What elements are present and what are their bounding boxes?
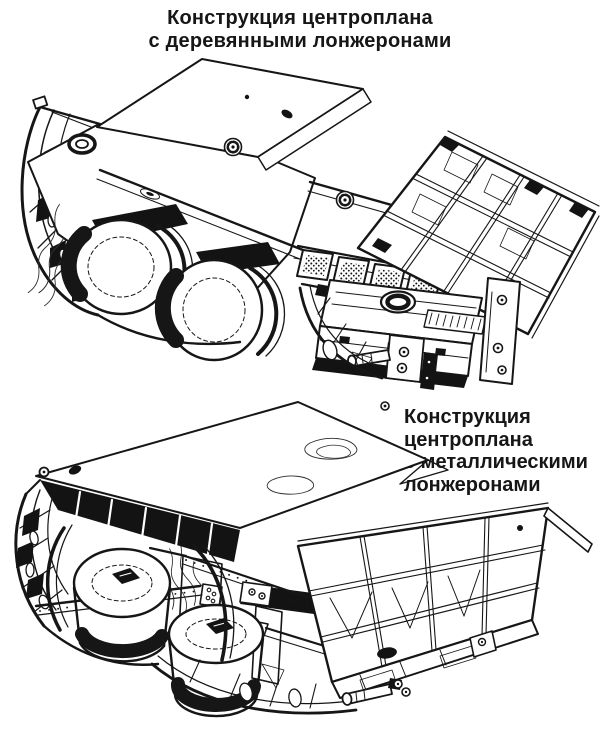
caption-line: центроплана [404, 428, 533, 451]
front-spar-assembly [298, 277, 521, 390]
caption-line: с деревянными лонжеронами [148, 30, 452, 52]
wing-rib-grid [296, 502, 593, 699]
caption-line: Конструкция центроплана [167, 7, 433, 29]
clamp-fitting [223, 137, 243, 157]
caption-line: с металлическими [404, 451, 588, 473]
bottom-rib-cradle [150, 655, 411, 715]
front-rib-band [201, 543, 235, 659]
caption-metal-spars: Конструкция центроплана с металлическими… [404, 406, 588, 496]
fuel-tank-dome-right [154, 258, 286, 362]
plywood-skin-panel [96, 58, 372, 218]
left-truss-ribs [14, 479, 160, 666]
wing-rib-grid [356, 130, 600, 339]
figure-metal-spars-illustration [14, 401, 593, 718]
figure-wooden-spars-illustration [20, 58, 600, 390]
front-lip [96, 313, 242, 346]
caption-line: лонжеронами [404, 473, 541, 496]
shadow [40, 480, 240, 562]
plywood-skin-panel [35, 401, 449, 628]
front-rib-band [192, 544, 228, 662]
caption-wooden-spars: Конструкция центроплана с деревянными ло… [0, 7, 600, 53]
fuel-tank-drum-left [72, 547, 172, 663]
clamp-fitting [335, 190, 355, 210]
caption-line: Конструкция [404, 406, 531, 428]
eyelet-ring [67, 133, 97, 155]
